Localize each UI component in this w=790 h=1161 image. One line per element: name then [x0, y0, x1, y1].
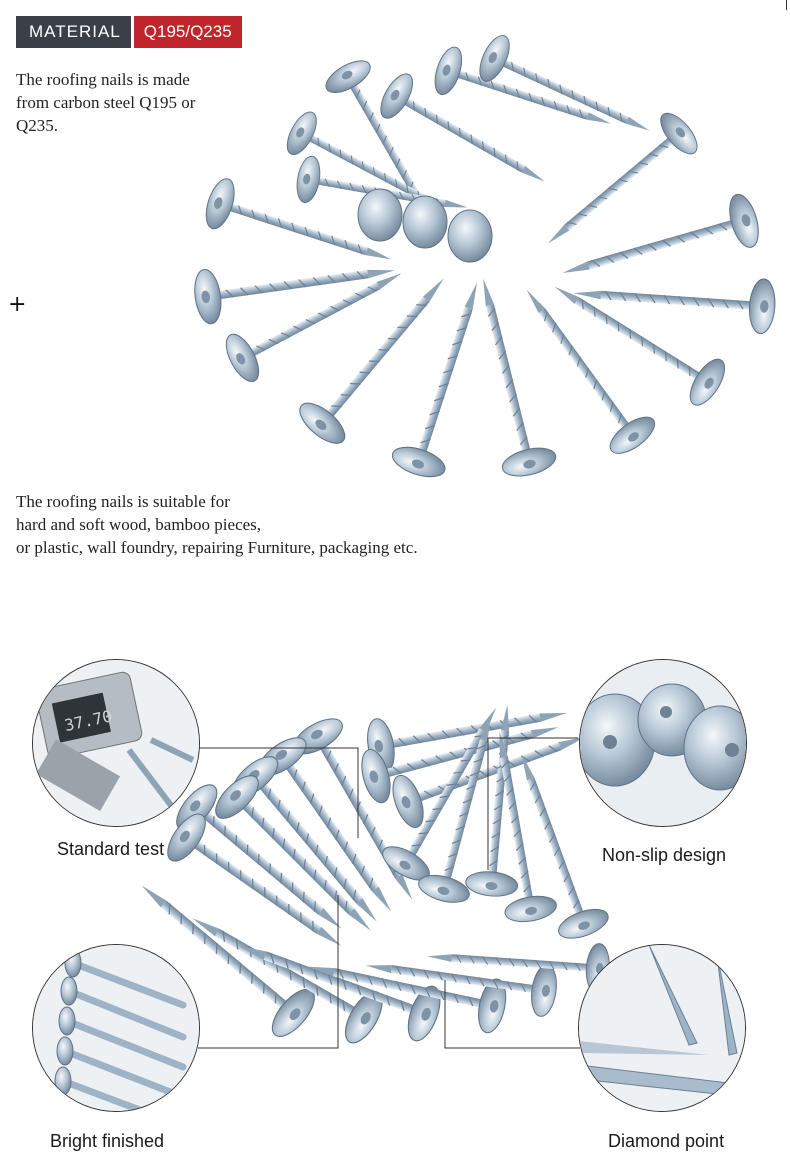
intro-text: The roofing nails is made from carbon st… — [16, 68, 195, 137]
nail-heads-icon — [580, 660, 746, 826]
shank-icon — [33, 945, 199, 1111]
intro-line: from carbon steel Q195 or — [16, 93, 196, 112]
material-label: MATERIAL — [16, 16, 131, 48]
caliper-detail: 37.70 — [32, 659, 200, 827]
intro-line: The roofing nails is made — [16, 70, 190, 89]
material-badge: MATERIAL Q195/Q235 — [16, 16, 242, 48]
diamond-point-caption: Diamond point — [608, 1131, 725, 1151]
bright-finish-detail — [32, 944, 200, 1112]
nail-heads-detail — [579, 659, 747, 827]
standard-test-caption: Standard test — [57, 839, 165, 859]
usage-text: The roofing nails is suitable for hard a… — [16, 490, 418, 559]
diamond-point-icon — [579, 945, 745, 1111]
bright-finished-caption: Bright finished — [50, 1131, 165, 1151]
caliper-icon: 37.70 — [33, 660, 199, 826]
usage-line: or plastic, wall foundry, repairing Furn… — [16, 538, 418, 557]
usage-line: hard and soft wood, bamboo pieces, — [16, 515, 262, 534]
intro-line: Q235. — [16, 116, 59, 135]
plus-icon: + — [8, 292, 27, 317]
material-grade: Q195/Q235 — [130, 16, 242, 48]
callout-lines — [198, 737, 580, 1049]
diamond-point-detail — [578, 944, 746, 1112]
nail-starburst — [190, 30, 778, 484]
non-slip-caption: Non-slip design — [602, 845, 727, 865]
edge-mark — [786, 0, 787, 10]
usage-line: The roofing nails is suitable for — [16, 492, 230, 511]
